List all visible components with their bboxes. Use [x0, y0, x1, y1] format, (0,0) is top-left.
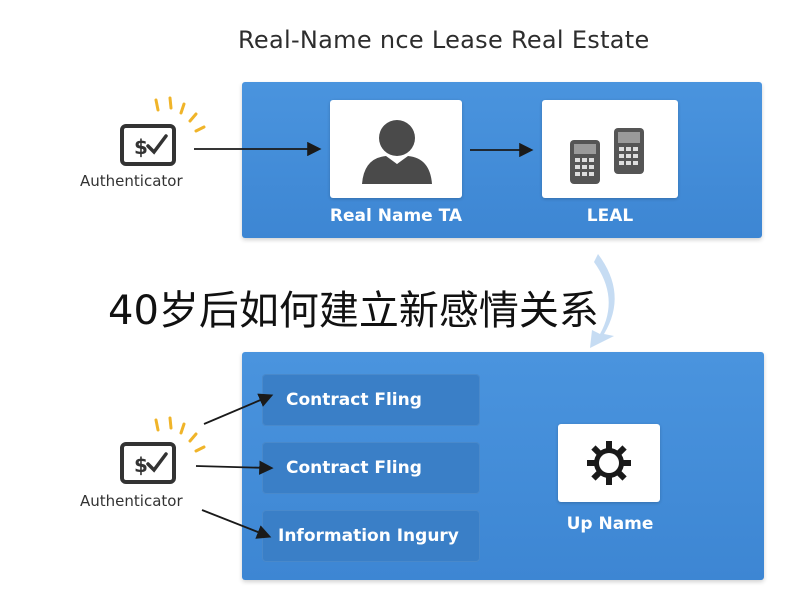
real-name-card	[330, 100, 462, 198]
up-name-card	[558, 424, 660, 502]
devices-card	[542, 100, 678, 198]
person-icon	[362, 120, 432, 184]
arrow-auth-to-bar-3	[201, 509, 272, 539]
real-name-card-label: Real Name TA	[329, 206, 463, 226]
headline-text: 40岁后如何建立新感情关系	[108, 288, 599, 334]
up-name-card-label: Up Name	[566, 514, 654, 534]
contract-filing-bar-1: Contract Fling	[262, 374, 480, 426]
information-inquiry-bar: Information Ingury	[262, 510, 480, 562]
svg-text:$: $	[134, 453, 148, 477]
headline-overlay-band	[0, 270, 800, 350]
arrow-auth-to-bar-1	[203, 393, 274, 425]
diagram-title: Real-Name nce Lease Real Estate	[238, 26, 650, 54]
svg-text:$: $	[134, 135, 148, 159]
top-authenticator-label: Authenticator	[80, 172, 183, 190]
contract-filing-bar-2: Contract Fling	[262, 442, 480, 494]
arrow-auth-to-bar-2	[195, 460, 274, 475]
devices-card-label: LEAL	[586, 206, 634, 226]
gear-icon	[587, 441, 631, 485]
bottom-authenticator-label: Authenticator	[80, 492, 183, 510]
mobile-devices-icon	[570, 128, 644, 184]
